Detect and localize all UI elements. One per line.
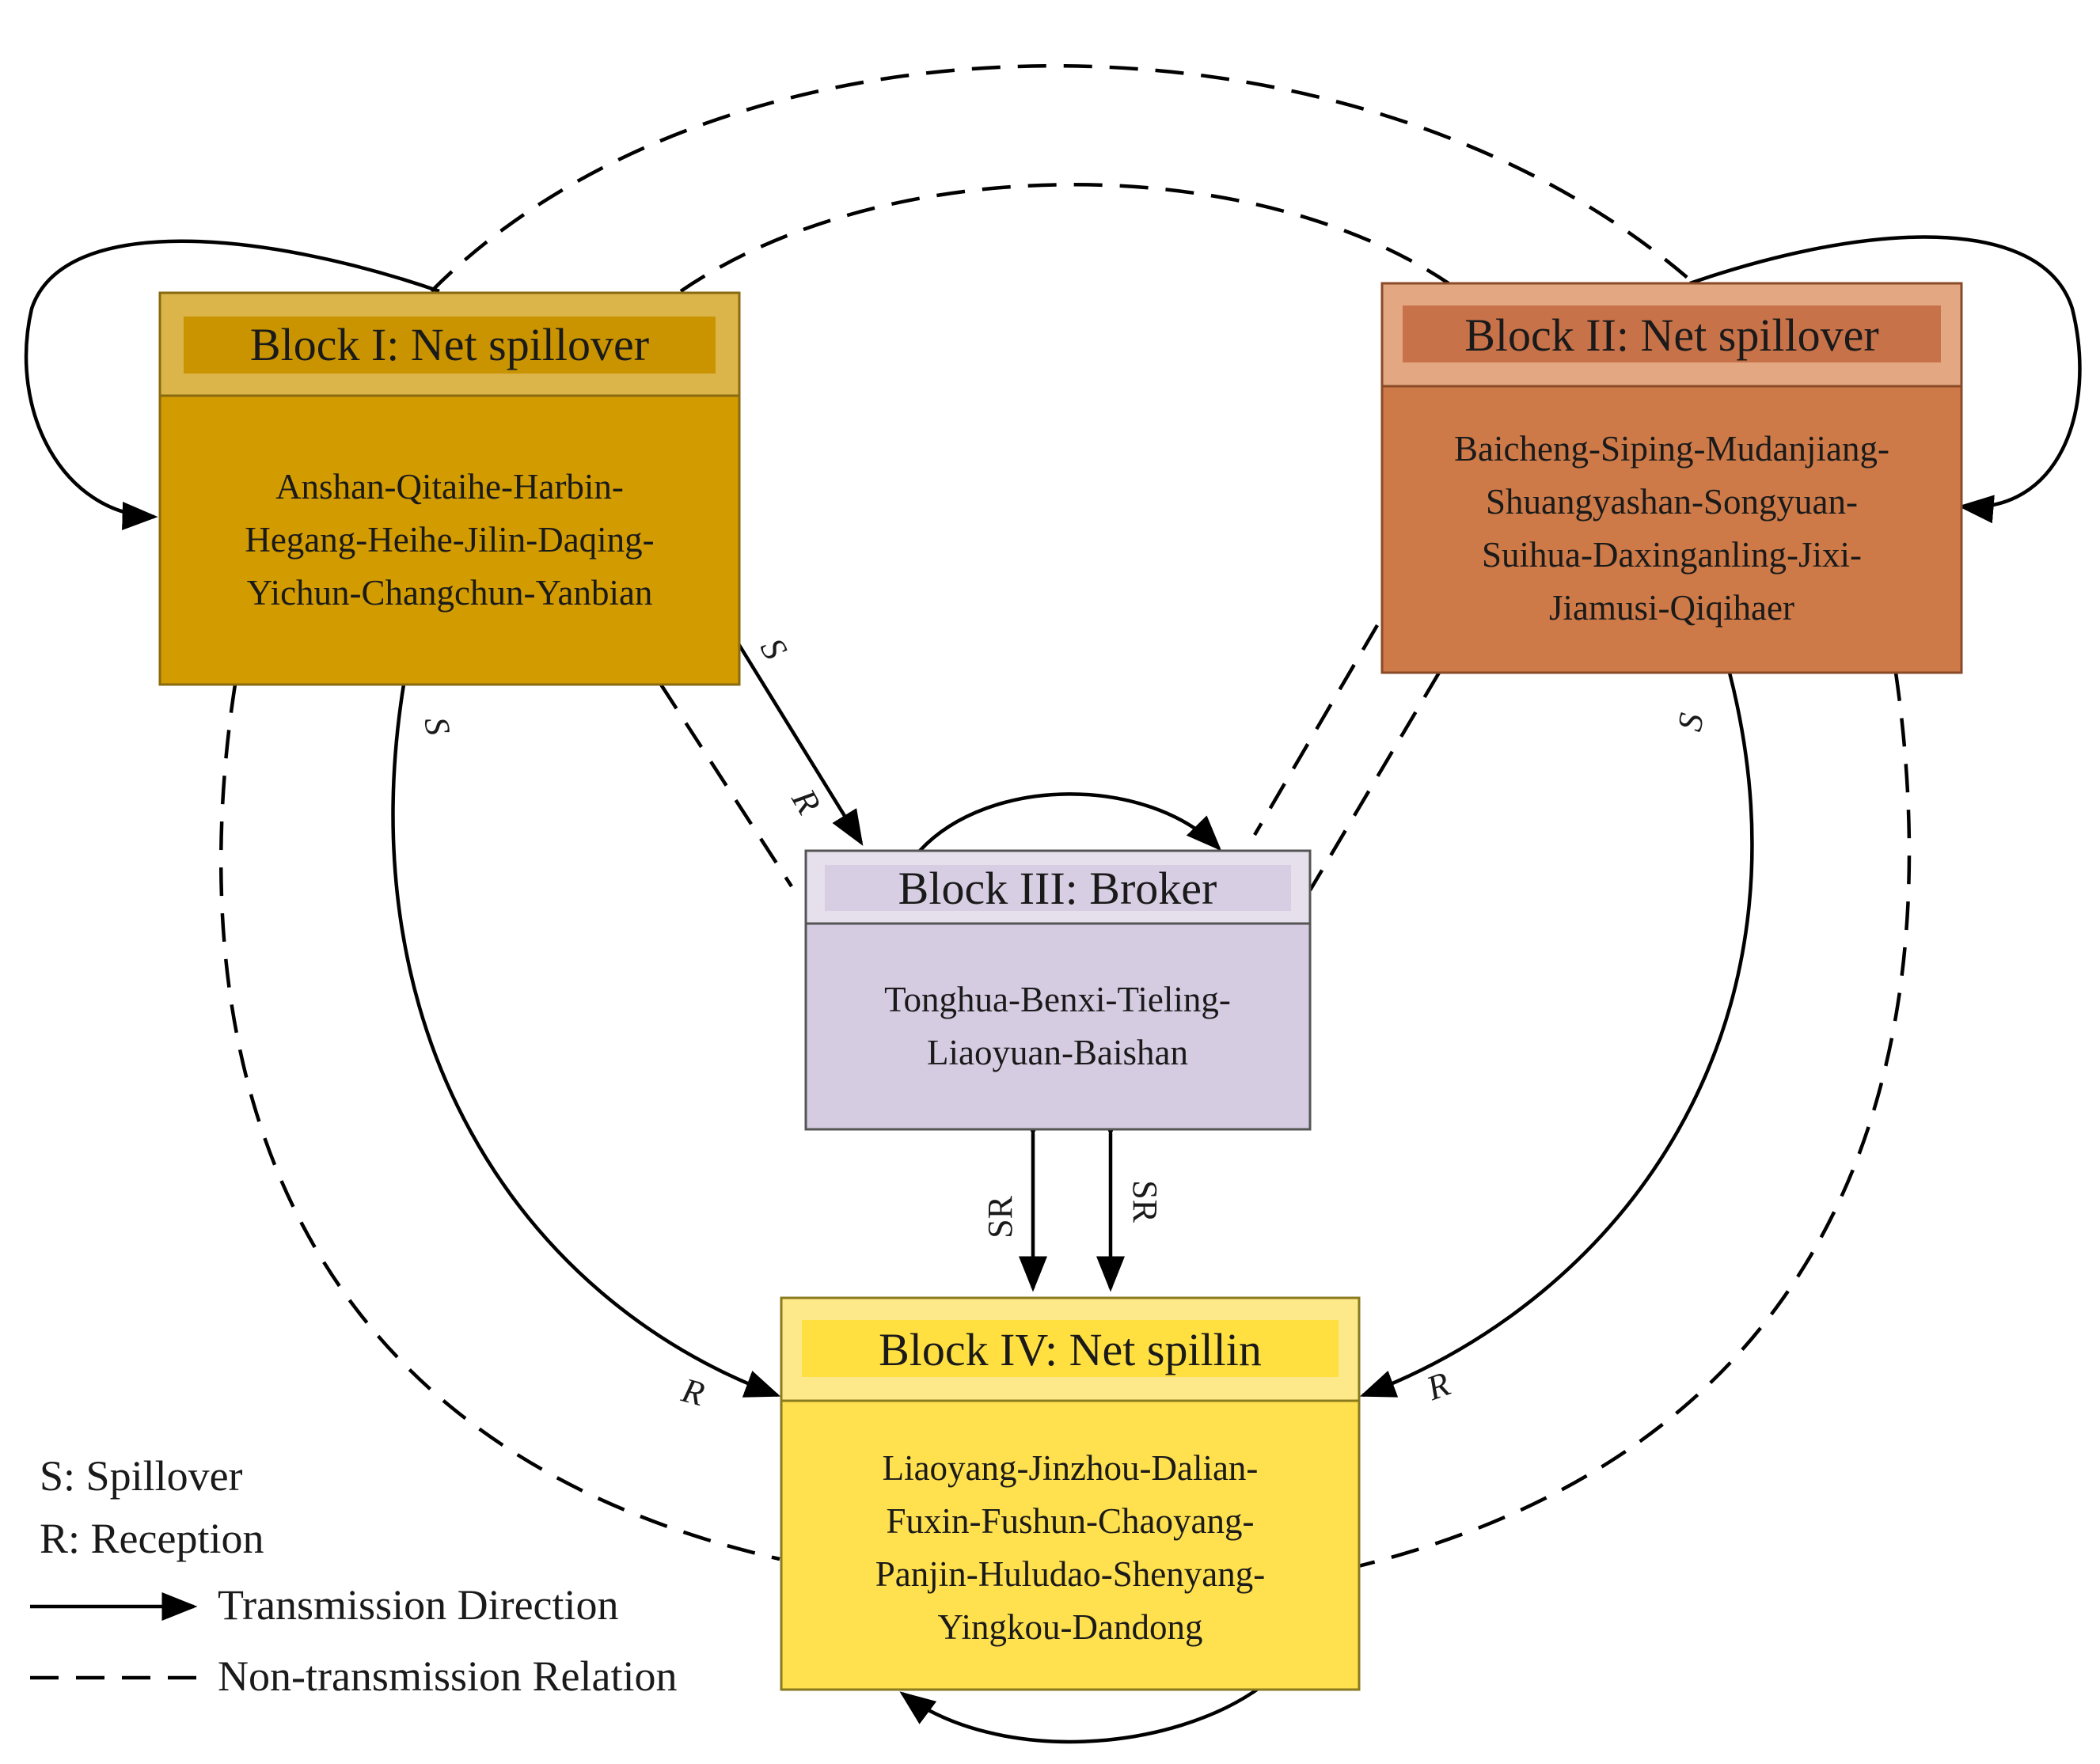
label-b3-b4-right: SR bbox=[1126, 1180, 1164, 1223]
label-b3-b4-left: SR bbox=[981, 1195, 1020, 1238]
block-4-line-1: Liaoyang-Jinzhou-Dalian- bbox=[883, 1448, 1259, 1488]
arrow-b1-to-b3 bbox=[736, 641, 864, 846]
dashed-outer-arc-b2-b4 bbox=[1354, 672, 1912, 1569]
arrow-b1-to-b4 bbox=[391, 684, 781, 1398]
label-b2-b4-reception: R bbox=[1421, 1364, 1455, 1409]
block-1-line-3: Yichun-Changchun-Yanbian bbox=[247, 573, 653, 613]
block-4-line-4: Yingkou-Dandong bbox=[938, 1607, 1203, 1647]
arrow-b2-to-b4 bbox=[1359, 672, 1754, 1398]
block-2-header-inner bbox=[1403, 305, 1941, 362]
self-loop-b2 bbox=[1689, 235, 2082, 524]
block-2-title: Block II: Net spillover bbox=[1464, 309, 1879, 361]
dashed-b1-b3 bbox=[659, 683, 793, 888]
block-3-title: Block III: Broker bbox=[898, 863, 1217, 914]
legend-spillover-definition: S: Spillover bbox=[40, 1452, 243, 1500]
dashed-outer-arc-b1-b4 bbox=[218, 684, 780, 1561]
block-3: Block III: Broker Tonghua-Benxi-Tieling-… bbox=[804, 849, 1312, 1131]
self-loop-b4 bbox=[899, 1684, 1264, 1744]
block-2: Block II: Net spillover Baicheng-Siping-… bbox=[1380, 282, 1963, 674]
legend: S: Spillover R: Reception Transmission D… bbox=[30, 1452, 677, 1700]
block-1-line-2: Hegang-Heihe-Jilin-Daqing- bbox=[245, 520, 654, 560]
label-b1-b4-spillover: S bbox=[416, 714, 458, 738]
dashed-b2-b3-left bbox=[1253, 624, 1379, 836]
label-b1-b3-reception: R bbox=[784, 782, 828, 821]
block-2-line-4: Jiamusi-Qiqihaer bbox=[1549, 588, 1794, 628]
block-3-line-2: Liaoyuan-Baishan bbox=[927, 1033, 1188, 1072]
block-3-header-inner bbox=[825, 865, 1291, 911]
block-4-title: Block IV: Net spillin bbox=[879, 1324, 1262, 1375]
block-2-line-1: Baicheng-Siping-Mudanjiang- bbox=[1454, 429, 1889, 469]
block-2-line-3: Suihua-Daxinganling-Jixi- bbox=[1482, 535, 1862, 575]
label-b2-b4-spillover: S bbox=[1670, 710, 1711, 734]
legend-transmission-direction: Transmission Direction bbox=[218, 1581, 619, 1629]
block-4-line-3: Panjin-Huludao-Shenyang- bbox=[875, 1554, 1265, 1594]
label-b1-b4-reception: R bbox=[677, 1371, 708, 1414]
legend-reception-definition: R: Reception bbox=[40, 1515, 264, 1562]
block-3-line-1: Tonghua-Benxi-Tieling- bbox=[884, 980, 1231, 1019]
label-b1-b3-spillover: S bbox=[753, 632, 795, 666]
block-4-header-inner bbox=[802, 1320, 1339, 1377]
dashed-inner-arc-b1-b2 bbox=[679, 183, 1450, 293]
block-2-line-2: Shuangyashan-Songyuan- bbox=[1486, 482, 1858, 522]
block-1: Block I: Net spillover Anshan-Qitaihe-Ha… bbox=[158, 291, 741, 686]
dashed-b2-b3-right bbox=[1308, 671, 1441, 892]
block-1-line-1: Anshan-Qitaihe-Harbin- bbox=[275, 467, 624, 506]
self-loop-b1 bbox=[24, 239, 440, 530]
block-4-line-2: Fuxin-Fushun-Chaoyang- bbox=[887, 1501, 1255, 1541]
block-4: Block IV: Net spillin Liaoyang-Jinzhou-D… bbox=[780, 1296, 1361, 1691]
block-1-header-inner bbox=[184, 317, 716, 374]
block-1-title: Block I: Net spillover bbox=[250, 319, 649, 370]
legend-non-transmission-relation: Non-transmission Relation bbox=[218, 1652, 677, 1700]
dashed-outer-arc-b1-b2 bbox=[430, 64, 1696, 293]
self-loop-b3 bbox=[918, 792, 1222, 852]
